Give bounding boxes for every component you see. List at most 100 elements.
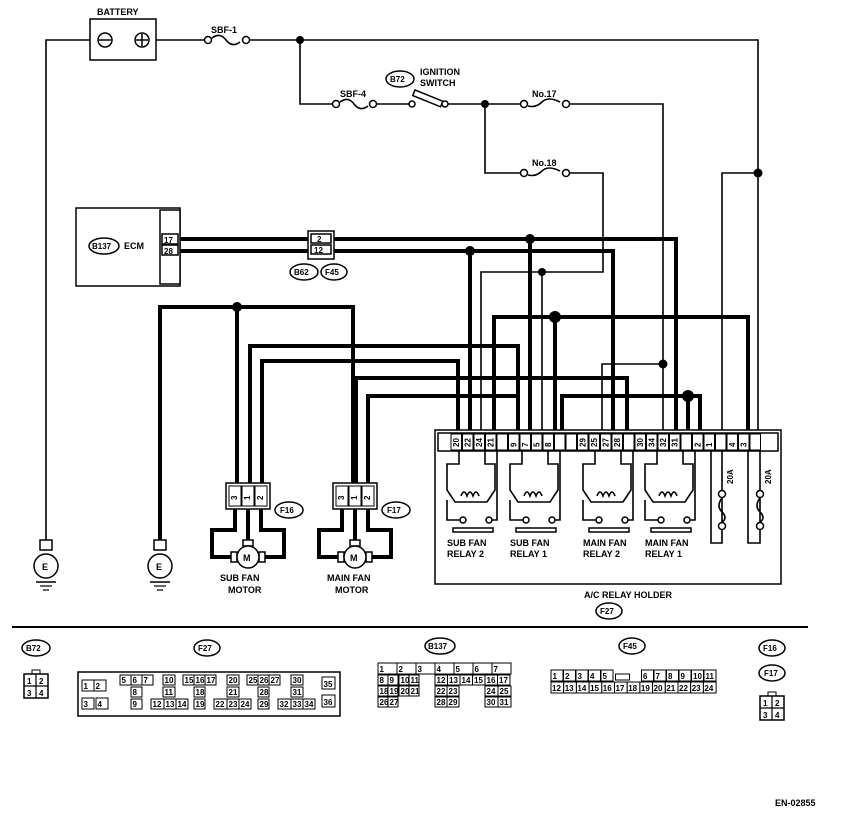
f27-pin-cell	[302, 698, 316, 710]
f27-pin: 9	[133, 700, 138, 709]
relay-holder-pin-cell	[508, 433, 520, 451]
joint-connector-f45: F45	[325, 268, 339, 277]
relay-coil-icon	[460, 491, 480, 499]
relay-holder-pin: 25	[590, 438, 599, 447]
f27-pin-cell	[290, 686, 304, 698]
b137-pin: 11	[411, 676, 420, 685]
f27-pin-cell	[226, 674, 240, 686]
f27-pin-cell	[95, 697, 109, 710]
f27-pin: 29	[260, 700, 269, 709]
relay-holder-pin-cell	[531, 433, 543, 451]
b137-pin-cell	[446, 685, 460, 697]
relay-holder-pin-cell	[554, 433, 566, 451]
relay-holder-pin-cell	[462, 433, 474, 451]
relay-label-line2: RELAY 1	[510, 549, 547, 559]
f27-pin: 18	[196, 688, 205, 697]
motor-connector-pin: 1	[350, 495, 359, 500]
relay-holder-pin-cell	[542, 433, 554, 451]
motor-terminal	[337, 551, 345, 563]
f27-pin-cell	[175, 698, 189, 710]
b137-pin-cell	[408, 674, 420, 686]
f27-pin-cell	[130, 686, 143, 698]
b137-pin: 30	[487, 698, 496, 707]
relay-holder-pin: 29	[579, 438, 588, 447]
f27-pin-cell	[257, 698, 270, 710]
b137-pin: 29	[449, 698, 458, 707]
b137-pin: 21	[411, 687, 420, 696]
b137-pin: 23	[449, 687, 458, 696]
b137-pin-cell	[387, 685, 399, 697]
motor-wire	[366, 509, 393, 559]
relay-holder-pin-cell	[565, 433, 577, 451]
relay-coil-icon	[658, 491, 678, 499]
battery: BATTERY	[89, 7, 157, 61]
relay-holder-pin-cell	[600, 433, 612, 451]
f27-pin: 34	[305, 700, 314, 709]
relay-label-line2: RELAY 1	[645, 549, 682, 559]
motor-connector-pin: 3	[230, 495, 239, 500]
b137-pin: 4	[437, 665, 442, 674]
motor-connector-pin: 3	[337, 495, 346, 500]
f27-pin-cell	[130, 698, 143, 710]
b137-pin: 18	[380, 687, 389, 696]
ecm-pin-28: 28	[164, 247, 173, 256]
motor-symbol: M	[350, 553, 358, 563]
f27-pin: 7	[144, 676, 149, 685]
f27-pin-cell	[290, 674, 304, 686]
relay-holder-pin-cell	[715, 433, 727, 451]
relay-label-line2: RELAY 2	[583, 549, 620, 559]
f45-pin: 7	[656, 672, 661, 681]
motor-connector-pin: 2	[363, 495, 372, 500]
b137-pin: 10	[401, 676, 410, 685]
f27-pin: 4	[98, 700, 103, 709]
relay-coil-icon	[523, 491, 543, 499]
relay-holder-pin-cell	[657, 433, 669, 451]
b137-pin: 14	[462, 676, 471, 685]
b137-pin: 28	[437, 698, 446, 707]
relay-body	[446, 451, 496, 503]
f27-pin: 35	[324, 680, 333, 689]
b137-pin: 24	[487, 687, 496, 696]
f45-pin: 21	[666, 684, 675, 693]
relay-holder-pin-cell	[749, 433, 761, 451]
ground-symbol: E	[42, 562, 48, 572]
connector-view-f27-label: F27	[198, 644, 212, 653]
f27-pin: 8	[133, 688, 138, 697]
junction-dot	[232, 302, 242, 312]
relay-holder-pin: 1	[705, 442, 714, 447]
relay-holder-pin: 27	[602, 438, 611, 447]
motor-connector-pin-cell	[361, 485, 375, 507]
motor-wire	[317, 509, 344, 559]
ground-terminal	[153, 539, 167, 551]
relay-contact-icon	[683, 516, 691, 524]
motor-terminal	[365, 551, 373, 563]
b137-pin: 16	[487, 676, 496, 685]
motor-terminal	[242, 539, 254, 547]
f45-pin: 23	[692, 684, 701, 693]
connector-view-f16-f17: F16 F17 1 2 3 4	[758, 639, 786, 721]
f27-pin-cell	[93, 679, 107, 692]
ignition-label-1: IGNITION	[420, 67, 460, 77]
ignition-connector-label: B72	[390, 75, 405, 84]
b72-pin: 4	[39, 689, 44, 698]
ground-symbol: E	[156, 562, 162, 572]
f27-pin: 6	[133, 676, 138, 685]
f27-pin-cell	[141, 674, 154, 686]
relay-contact-icon	[548, 516, 556, 524]
relay-holder-pin: 8	[544, 442, 553, 447]
f27-pin: 1	[84, 682, 89, 691]
relay-holder-pin-cell	[611, 433, 623, 451]
motor-terminal	[230, 551, 238, 563]
f45-pin: 18	[628, 684, 637, 693]
b137-pin: 15	[474, 676, 483, 685]
motor-connector-pin-cell	[241, 485, 255, 507]
f27-pin: 2	[96, 682, 101, 691]
b72-pin: 1	[27, 677, 32, 686]
relay-coil-icon	[596, 491, 616, 499]
b72-pin: 3	[27, 689, 32, 698]
b137-pin: 26	[380, 698, 389, 707]
